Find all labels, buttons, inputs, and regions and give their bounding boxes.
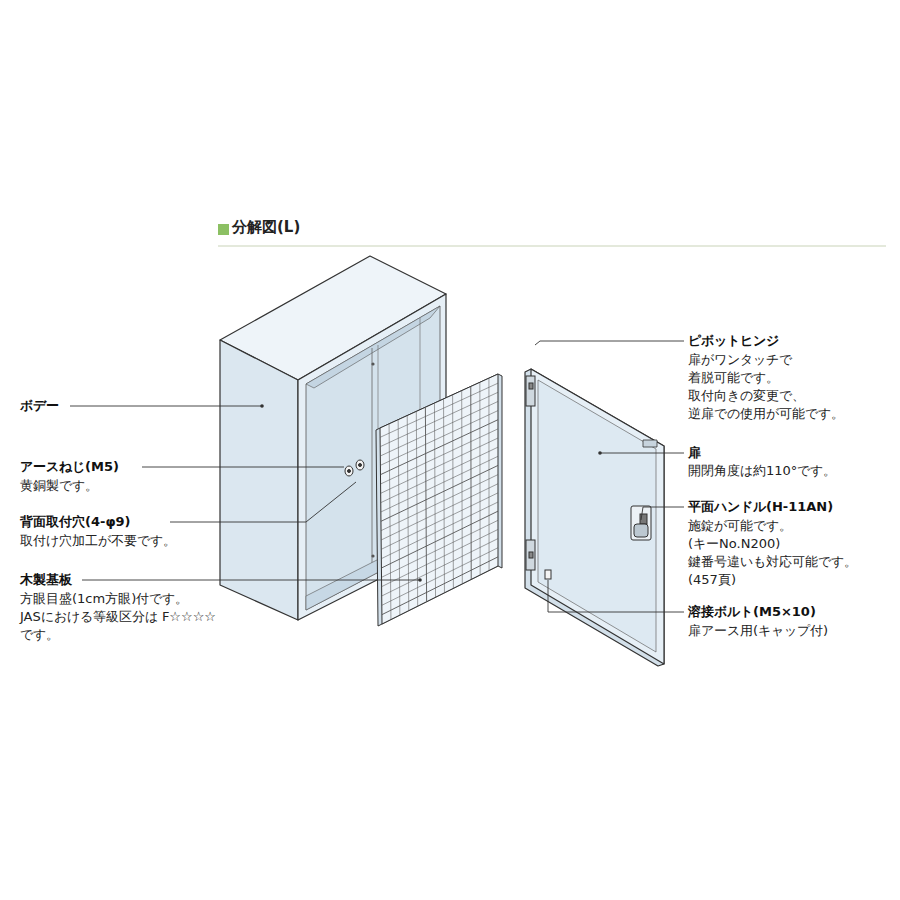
callout-note: 施錠が可能です。 (キーNo.N200) 鍵番号違いも対応可能です。 (457頁… <box>688 517 865 589</box>
leader-line <box>70 341 684 612</box>
earth-screw <box>345 460 364 476</box>
callout-note: 方眼目盛(1cm方眼)付です。 JASにおける等級区分は F☆☆☆☆です。 <box>20 590 223 644</box>
callout-heading: 平面ハンドル(H-11AN) <box>688 498 878 516</box>
callout-heading: 溶接ボルト(M5×10) <box>688 603 852 621</box>
pivot-hinge <box>526 376 535 570</box>
heading-rule <box>218 246 886 247</box>
callout-heading: ピボットヒンジ <box>688 332 787 350</box>
door <box>525 369 664 666</box>
flat-handle <box>631 506 651 540</box>
weld-bolt <box>545 570 551 579</box>
callout-note: 扉がワンタッチで 着脱可能です。 取付向きの変更で、 逆扉での使用が可能です。 <box>688 351 852 423</box>
callout-note: 開閉角度は約110°です。 <box>688 462 865 480</box>
callout-heading: 扉 <box>688 444 709 462</box>
callout-note: 取付け穴加工が不要です。 <box>20 532 184 550</box>
callout-heading: 背面取付穴(4-φ9) <box>20 513 171 531</box>
callout-note: 黄銅製です。 <box>20 477 106 495</box>
leader-dot <box>260 404 602 582</box>
wooden-board <box>376 374 502 626</box>
diagram-title: 分解図(L) <box>232 218 300 237</box>
callout-note: 扉アース用(キャップ付) <box>688 622 852 640</box>
heading-square <box>218 224 229 235</box>
callout-heading: 木製基板 <box>20 571 80 589</box>
callout-heading: アースねじ(M5) <box>20 458 145 476</box>
callout-heading: ボデー <box>20 397 67 415</box>
